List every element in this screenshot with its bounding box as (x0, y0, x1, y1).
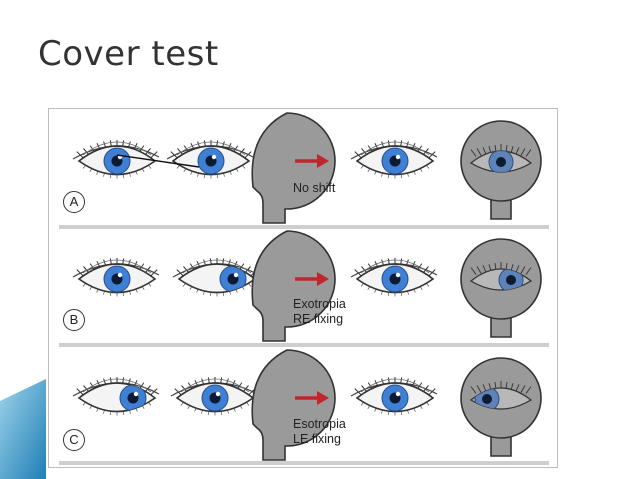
eye-icon (350, 377, 438, 416)
cover-test-figure: A No shift B Exotropia RE fixing C Esotr… (48, 108, 558, 468)
result-line: LE fixing (293, 432, 341, 446)
result-line: No shift (293, 181, 336, 195)
occluder-paddle (251, 230, 336, 342)
result-line: Exotropia (293, 297, 346, 311)
fixation-line (116, 154, 200, 168)
row-divider (59, 343, 549, 347)
eye-icon (72, 377, 160, 416)
occluder-paddle (251, 349, 336, 461)
cover-test-illustration (59, 112, 549, 465)
row-letter-label: B (63, 309, 85, 331)
row-letter-label: A (63, 191, 85, 213)
row-b: B Exotropia RE fixing (49, 227, 557, 345)
eye-icon (350, 140, 438, 179)
arrow-head-icon (317, 391, 329, 405)
eye-icon (170, 377, 258, 416)
eye-icon (72, 140, 160, 179)
occluder-front (460, 120, 542, 220)
row-letter-label: C (63, 429, 85, 451)
corner-decoration (0, 379, 46, 479)
result-line: Esotropia (293, 417, 346, 431)
row-result-caption: No shift (293, 181, 335, 196)
row-c: C Esotropia LE fixing (49, 345, 557, 463)
eye-icon (166, 140, 254, 179)
row-result-caption: Exotropia RE fixing (293, 297, 346, 327)
result-line: RE fixing (293, 312, 344, 326)
eye-icon (350, 258, 438, 297)
occluder-front (460, 357, 542, 457)
arrow-head-icon (317, 154, 329, 168)
row-divider (59, 461, 549, 465)
row-result-caption: Esotropia LE fixing (293, 417, 346, 447)
eye-icon (72, 258, 160, 297)
row-divider (59, 225, 549, 229)
eye-icon (172, 258, 260, 297)
occluder-paddle (251, 112, 336, 224)
slide-title: Cover test (38, 34, 219, 74)
row-a: A No shift (49, 109, 557, 227)
arrow-head-icon (317, 272, 329, 286)
occluder-front (460, 238, 542, 338)
